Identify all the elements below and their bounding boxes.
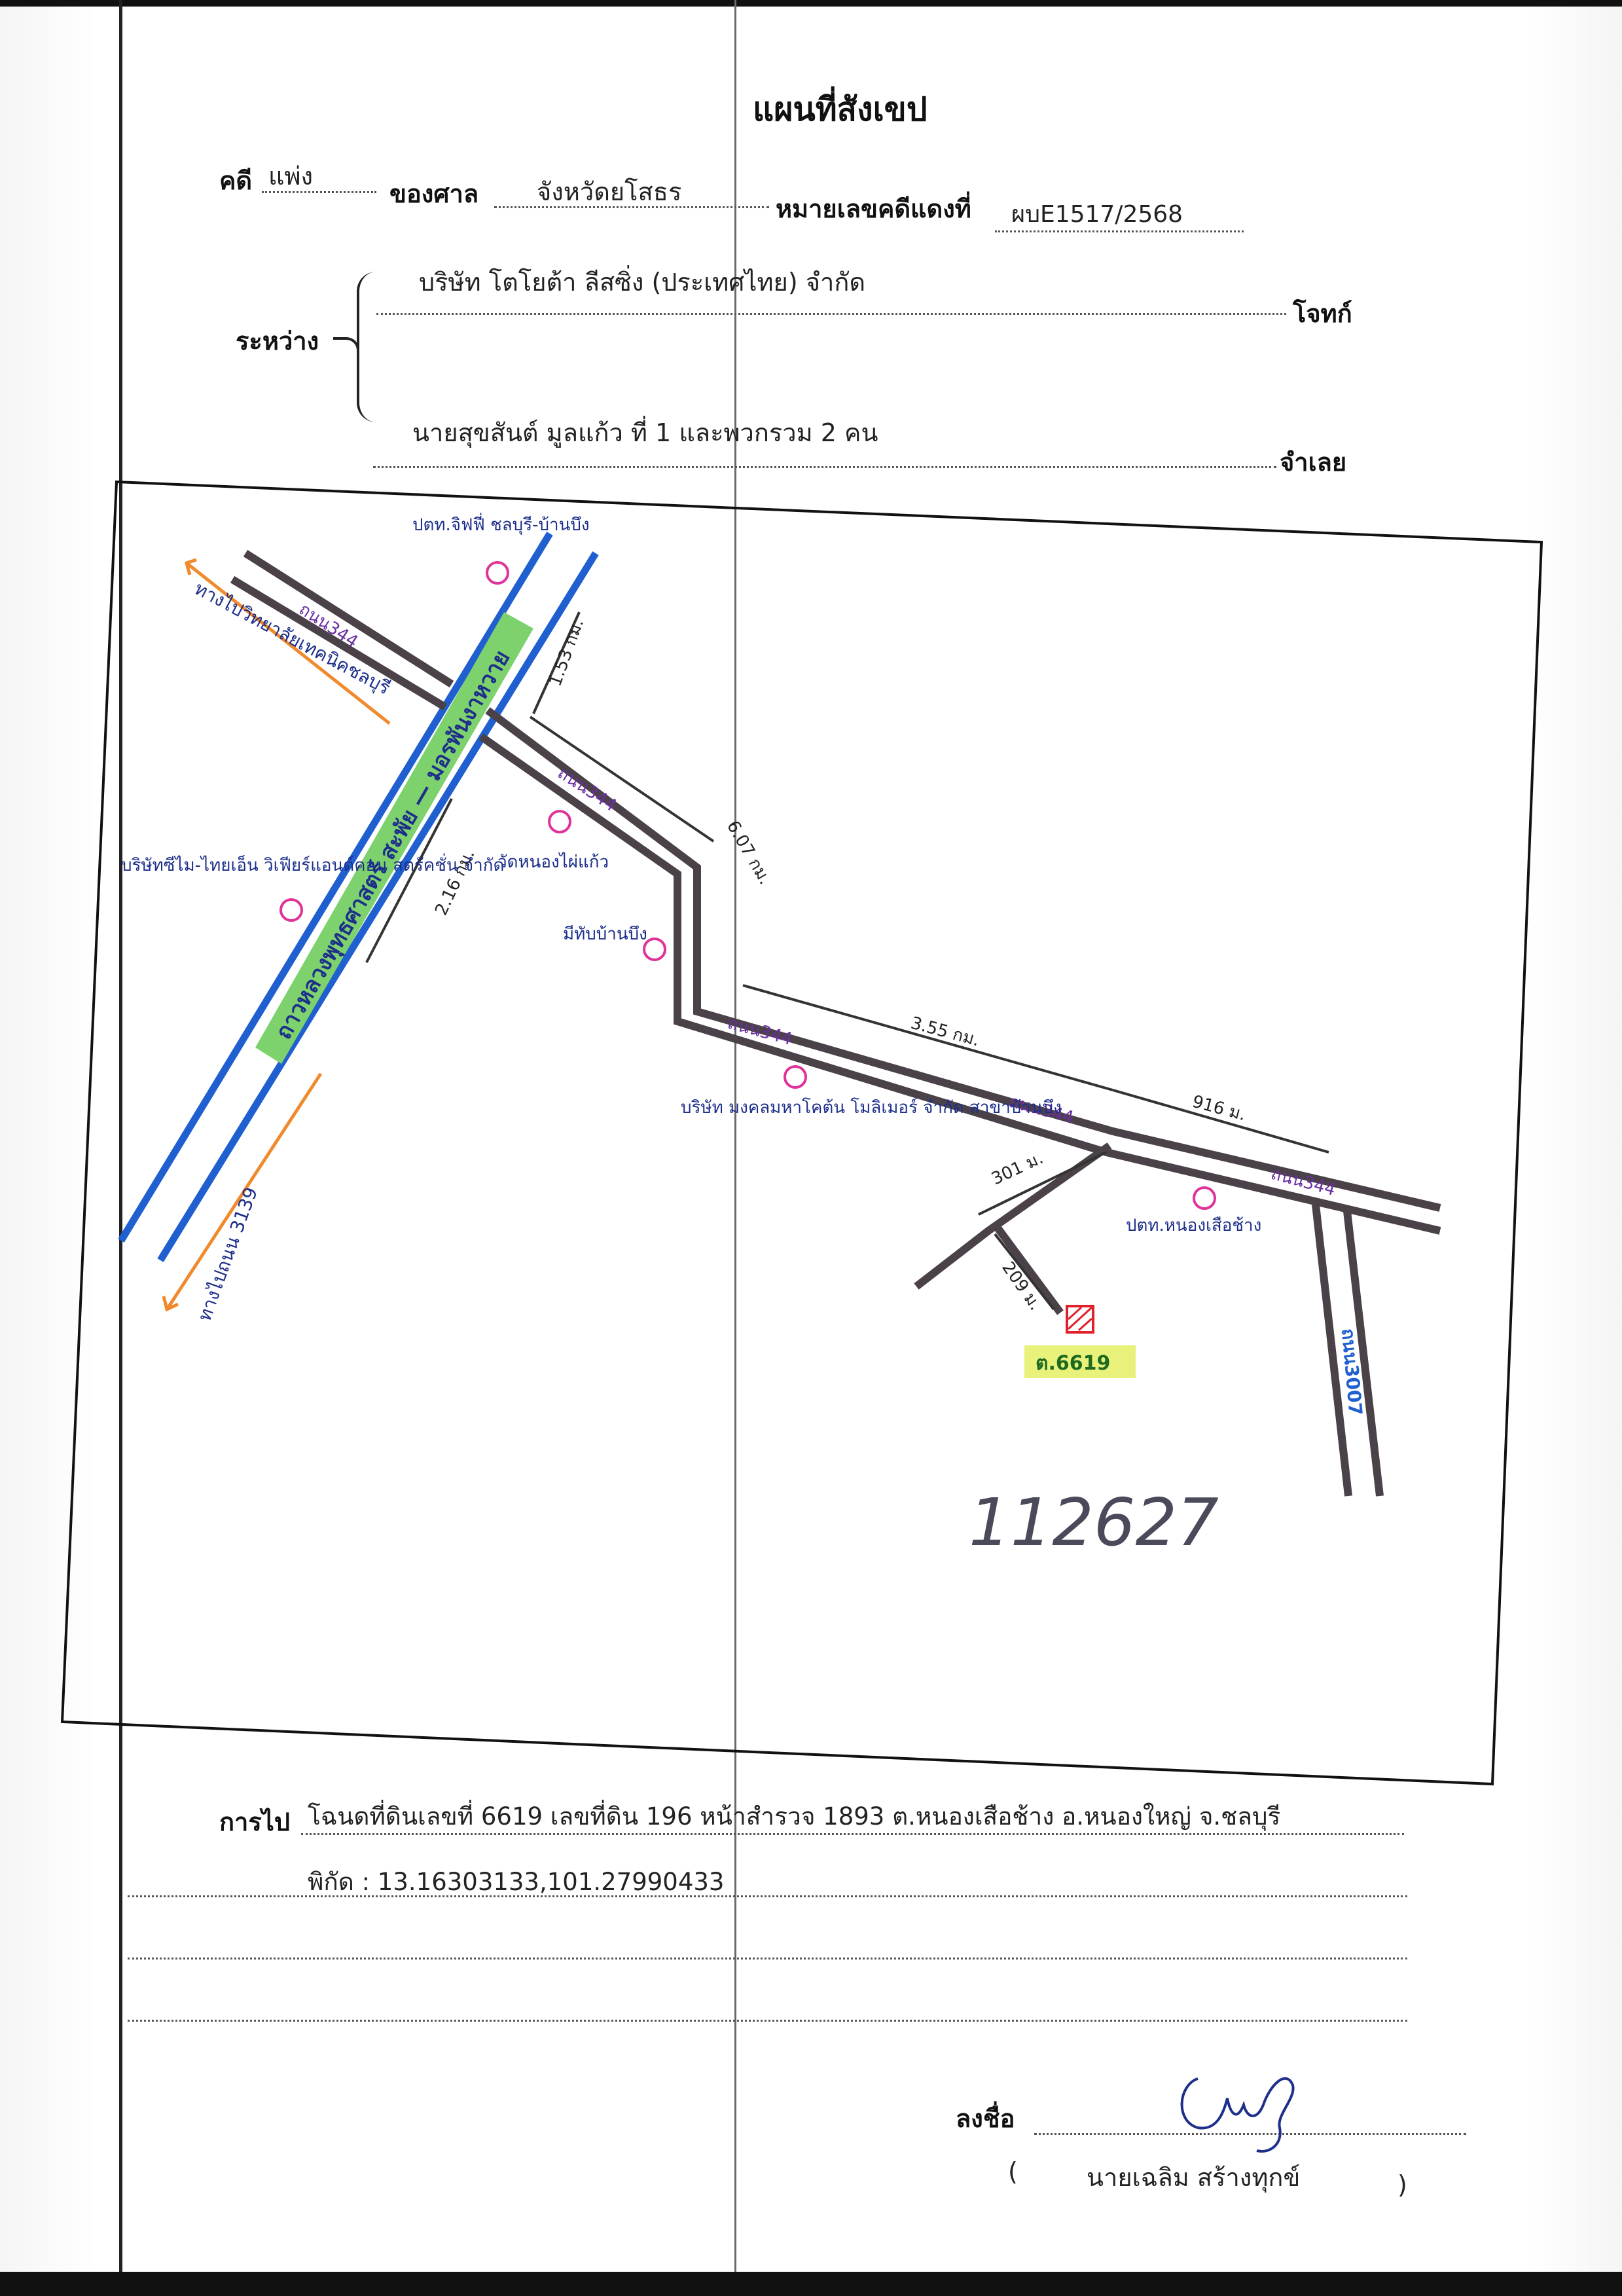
landmark-ptt-jiffy: ปตท.จิฟฟี่ ชลบุรี-บ้านบึง [412, 513, 590, 535]
court-name: จังหวัดยโสธร [537, 177, 682, 206]
measurement-lines [365, 611, 1329, 1311]
highway-label: ถาวหลวงพุทธศาสตร์ สะพัย — มอรพันงาหวาย [270, 646, 516, 1044]
scan-bottom-edge [0, 2272, 1622, 2296]
plaintiff-dots [376, 313, 1286, 315]
red-number-dots [995, 230, 1244, 232]
land-plot-label: ต.6619 [1036, 1352, 1110, 1375]
court-name-dots [494, 206, 769, 208]
directions-line-1: โฉนดที่ดินเลขที่ 6619 เลขที่ดิน 196 หน้า… [308, 1802, 1281, 1831]
signature-name: นายเฉลิม สร้างทุกข์ [1087, 2163, 1301, 2192]
directions-label: การไป [219, 1808, 290, 1836]
directions-dots-3 [128, 1958, 1407, 1959]
highway-line-left [118, 532, 553, 1243]
directions-dots-1 [301, 1833, 1404, 1835]
dist-2: 6.07 กม. [723, 818, 775, 888]
plaintiff-name: บริษัท โตโยต้า ลีสซิ่ง (ประเทศไทย) จำกัด [419, 268, 866, 297]
dist-6: 301 ม. [988, 1148, 1046, 1189]
page-title: แผนที่สังเขป [753, 90, 928, 128]
map-frame [60, 480, 1543, 1786]
to-university-label: ทางไปวิทยาลัยเทคนิคชลบุรี [190, 577, 393, 699]
signature-close-paren: ) [1397, 2170, 1407, 2199]
signature-scribble [1180, 2077, 1295, 2153]
between-label: ระหว่าง [236, 327, 319, 355]
highway-line-right [157, 551, 599, 1262]
direction-arrows [162, 558, 391, 1312]
signature-open-paren: ( [1008, 2157, 1018, 2186]
highway-highlight [255, 612, 533, 1064]
landmark-ptt-2: ปตท.หนองเสือช้าง [1126, 1216, 1261, 1235]
court-label: ของศาล [389, 179, 479, 208]
defendant-dots [373, 466, 1276, 468]
red-number-label: หมายเลขคดีแดงที่ [776, 194, 971, 223]
dist-4: 3.55 กม. [909, 1013, 981, 1051]
red-number: ผบE1517/2568 [1011, 201, 1183, 228]
directions-line-2: พิกัด : 13.16303133,101.27990433 [308, 1868, 725, 1896]
margin-line [119, 0, 122, 2272]
signature-label: ลงชื่อ [956, 2104, 1015, 2133]
plaintiff-label: โจทก์ [1293, 299, 1352, 328]
defendant-label: จำเลย [1280, 448, 1347, 477]
directions-dots-4 [128, 2020, 1407, 2022]
landmark-company-1: บริษัทซีไม-ไทยเอ็น วิเฟียร์แอนด์คอน สตรั… [121, 853, 504, 875]
case-label: คดี [219, 166, 253, 195]
parties-brace [333, 272, 392, 422]
case-type: แพ่ง [268, 162, 314, 191]
case-type-dots [262, 191, 376, 193]
defendant-name: นายสุขสันต์ มูลแก้ว ที่ 1 และพวกรวม 2 คน [412, 418, 878, 447]
scan-top-edge [0, 0, 1622, 7]
road-344 [230, 549, 1441, 1497]
landmark-markers [279, 561, 1216, 1210]
signature-dots [1034, 2133, 1466, 2135]
land-plot-highlight [1024, 1345, 1136, 1378]
landmark-market: มีทับบ้านบึง [563, 924, 647, 944]
directions-dots-2 [128, 1895, 1407, 1897]
handwritten-number: 112627 [969, 1484, 1219, 1561]
landmark-temple: วัดหนองไผ่แก้ว [497, 852, 609, 872]
fold-line [734, 0, 736, 2272]
landmark-company-2: บริษัท มงคลมหาโคต้น โมลิเมอร์ จำกัด สาขา… [681, 1097, 1062, 1118]
